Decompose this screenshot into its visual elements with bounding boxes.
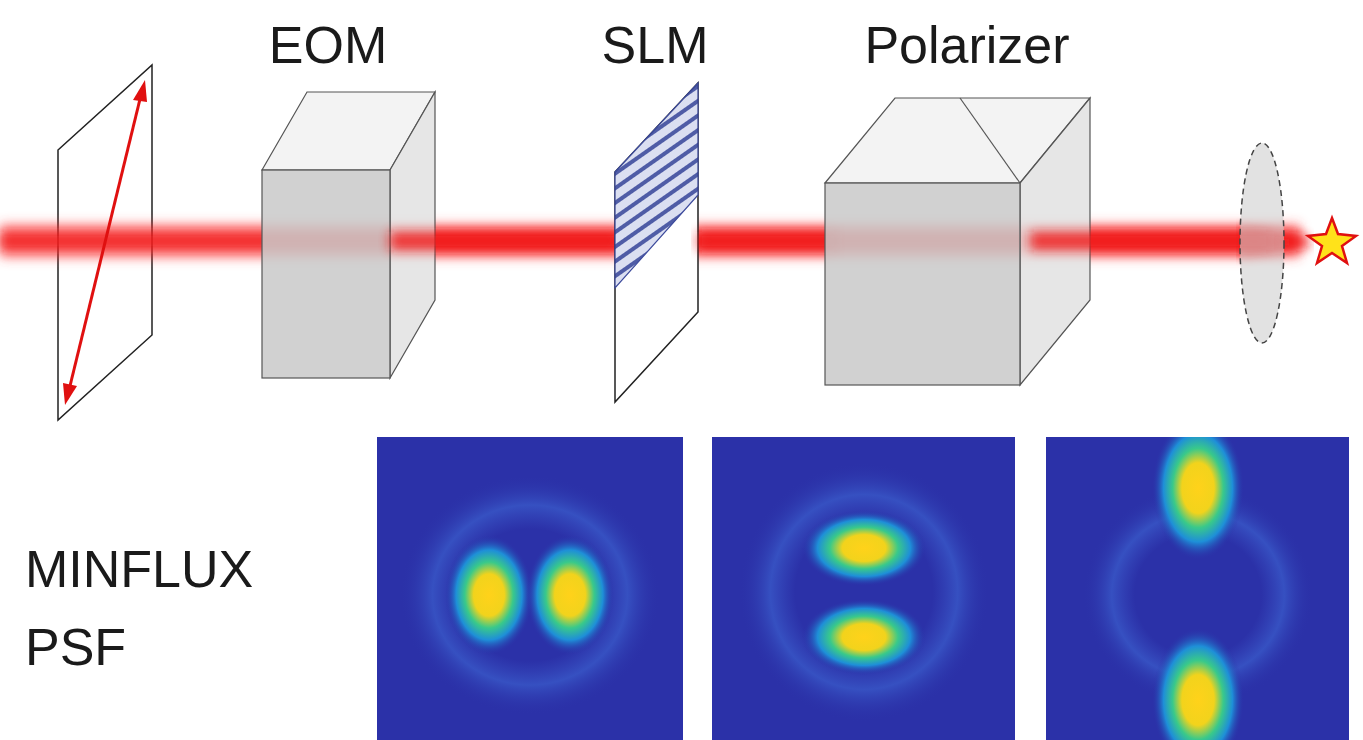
component-label: Polarizer: [842, 6, 1092, 84]
beam-segment: [390, 232, 620, 250]
beam-segment: [1030, 232, 1270, 250]
psf-image-y: [712, 437, 1015, 740]
polarization-arrow: [63, 80, 147, 405]
beam-segment: [698, 232, 838, 250]
fluorophore-star: [1308, 218, 1356, 263]
psf-image-z: [1046, 437, 1349, 740]
slm-panel: [615, 83, 698, 402]
component-label: SLM: [585, 6, 725, 84]
objective-lens: [1240, 143, 1284, 343]
psf-image-x: [377, 437, 683, 740]
panel-label: MINFLUX PSF: [25, 530, 325, 686]
component-label: EOM: [268, 6, 388, 84]
